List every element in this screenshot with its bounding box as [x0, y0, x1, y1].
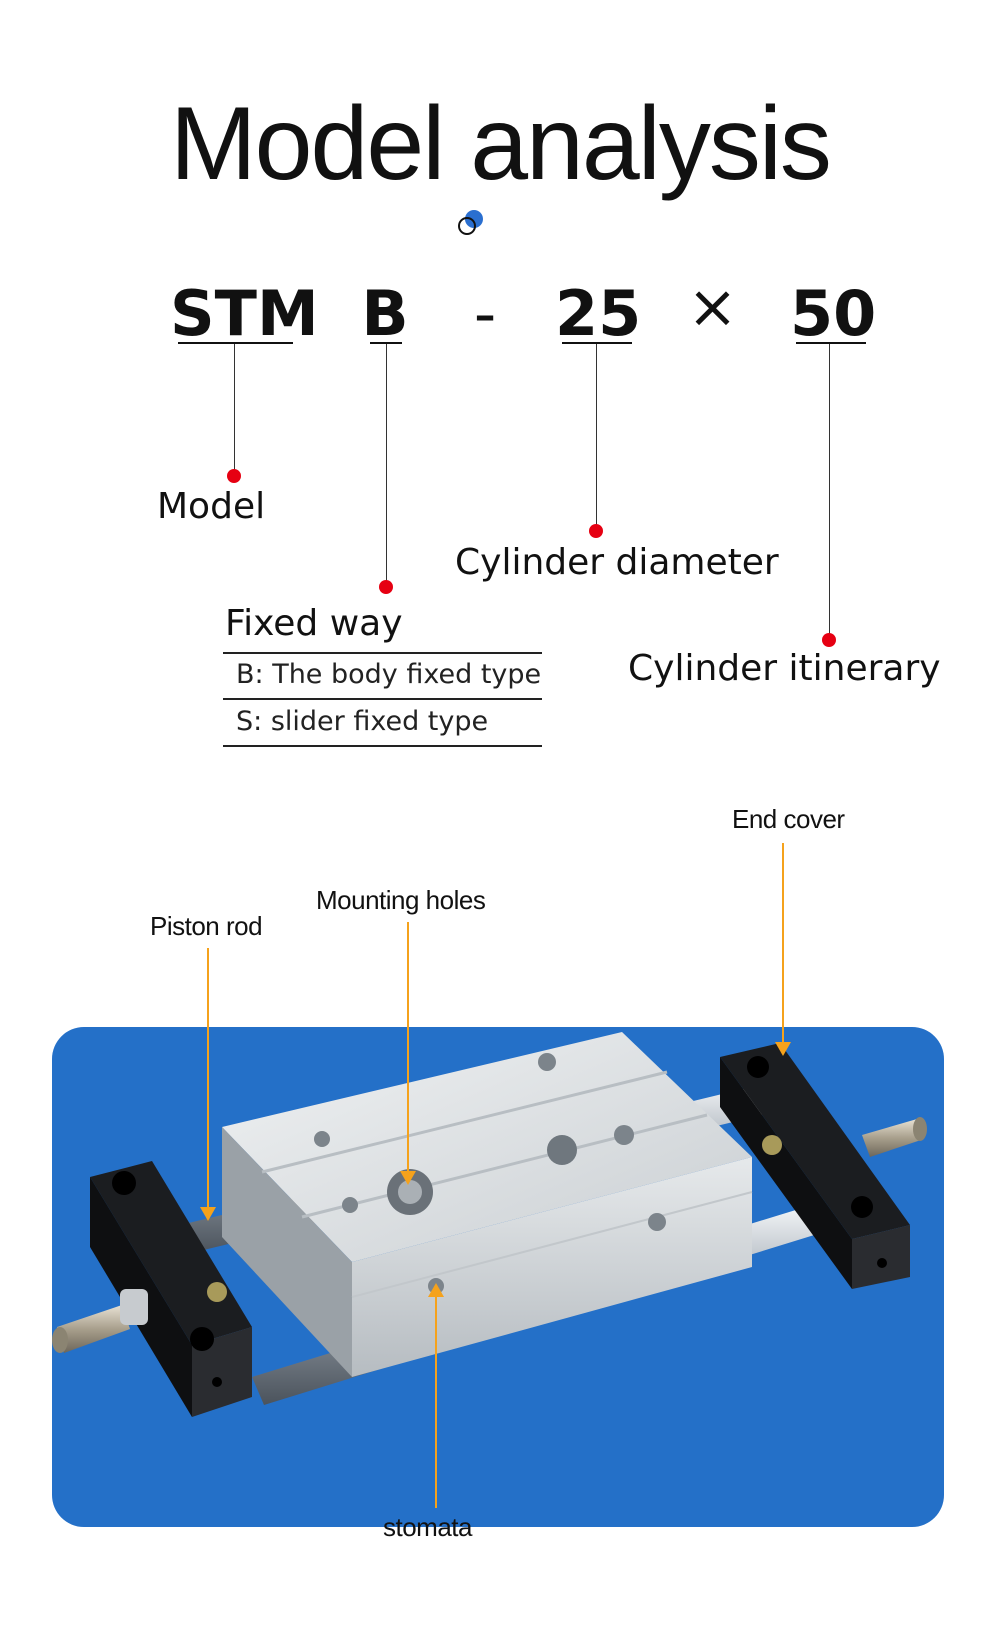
- threaded-fitting-right: [862, 1117, 927, 1157]
- marker-dot-cylinder-itinerary: [822, 633, 836, 647]
- leader-line-fixed-way: [386, 344, 387, 588]
- callout-end-cover: End cover: [732, 804, 845, 834]
- callout-line-piston-rod: [207, 948, 209, 1213]
- divider-fixed-way-1: [223, 652, 542, 654]
- leader-line-model: [234, 344, 235, 476]
- arrow-head-icon: [775, 1042, 791, 1056]
- underline-b: [370, 342, 402, 344]
- label-cylinder-itinerary: Cylinder itinerary: [628, 648, 941, 689]
- underline-50: [796, 342, 866, 344]
- label-fixed-way: Fixed way: [225, 603, 403, 644]
- underline-stm: [178, 342, 293, 344]
- code-separator-dash: -: [473, 277, 497, 350]
- underline-25: [562, 342, 632, 344]
- code-part-50: 50: [790, 277, 877, 350]
- option-slider-fixed: S: slider fixed type: [236, 706, 489, 737]
- decorative-circles-icon: [458, 210, 483, 235]
- code-part-25: 25: [555, 277, 642, 350]
- callout-line-mounting-holes: [407, 922, 409, 1177]
- callout-mounting-holes: Mounting holes: [316, 885, 486, 915]
- marker-dot-model: [227, 469, 241, 483]
- callout-piston-rod: Piston rod: [150, 911, 263, 941]
- arrow-head-icon: [200, 1207, 216, 1221]
- label-cylinder-diameter: Cylinder diameter: [455, 542, 779, 583]
- arrow-head-icon: [428, 1283, 444, 1297]
- code-separator-times: ×: [687, 272, 738, 342]
- option-body-fixed: B: The body fixed type: [236, 659, 542, 690]
- divider-fixed-way-3: [223, 745, 542, 747]
- divider-fixed-way-2: [223, 698, 542, 700]
- label-model: Model: [157, 486, 266, 527]
- cylinder-illustration: [52, 1032, 927, 1417]
- callout-line-end-cover: [782, 843, 784, 1048]
- callout-line-stomata: [435, 1296, 437, 1508]
- marker-dot-fixed-way: [379, 580, 393, 594]
- page-title: Model analysis: [170, 86, 832, 202]
- threaded-fitting-left: [52, 1289, 148, 1353]
- leader-line-cylinder-itinerary: [829, 344, 830, 640]
- product-photo-panel: [52, 1027, 944, 1527]
- code-part-stm: STM: [170, 277, 319, 350]
- marker-dot-cylinder-diameter: [589, 524, 603, 538]
- code-part-b: B: [361, 277, 409, 350]
- leader-line-cylinder-diameter: [596, 344, 597, 532]
- arrow-head-icon: [400, 1171, 416, 1185]
- callout-stomata: stomata: [383, 1512, 473, 1542]
